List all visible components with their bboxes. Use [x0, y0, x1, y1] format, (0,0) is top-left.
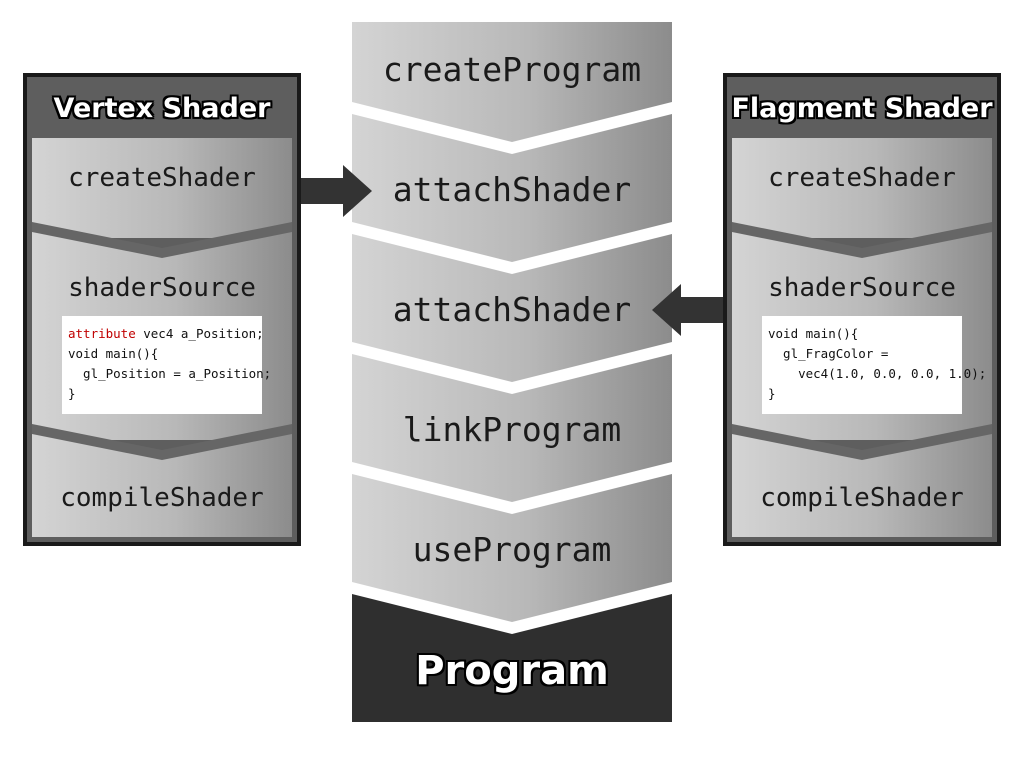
code-text: vec4 a_Position; [135, 326, 264, 341]
program-result-label: Program [415, 648, 609, 694]
code-line: void main(){ [68, 346, 159, 361]
vertex-chevron-divider [32, 424, 292, 460]
code-line: attribute vec4 a_Position; [68, 324, 264, 344]
code-line: } [68, 386, 76, 401]
fragment-step-label: shaderSource [768, 273, 956, 303]
program-step-create-program [352, 22, 672, 142]
program-step-link-program [352, 354, 672, 502]
vertex-shader-title: Vertex Shader [53, 93, 271, 124]
arrow-right-icon [301, 165, 372, 217]
vertex-step-create-shader [32, 138, 292, 238]
code-keyword: attribute [68, 326, 136, 341]
fragment-step-create-shader [732, 138, 992, 238]
code-line: } [768, 386, 776, 401]
program-step-use-program [352, 474, 672, 622]
program-step-label: createProgram [382, 50, 642, 89]
vertex-step-label: createShader [68, 163, 256, 193]
program-step-attach-shader [352, 114, 672, 262]
program-step-label: attachShader [392, 290, 632, 329]
code-line: gl_Position = a_Position; [68, 366, 272, 381]
fragment-chevron-divider [732, 424, 992, 460]
fragment-chevron-divider [732, 222, 992, 258]
code-line: gl_FragColor = [768, 346, 889, 361]
fragment-shader-code-box: void main(){ gl_FragColor = vec4(1.0, 0.… [762, 316, 987, 414]
vertex-chevron-divider [32, 222, 292, 258]
fragment-shader-panel [723, 73, 1001, 546]
program-step-label: attachShader [392, 170, 632, 209]
program-step-label: linkProgram [402, 410, 622, 449]
fragment-step-label: createShader [768, 163, 956, 193]
fragment-step-label: compileShader [760, 483, 964, 513]
program-result-block [352, 594, 672, 722]
program-step-label: useProgram [412, 530, 612, 569]
code-line: vec4(1.0, 0.0, 0.0, 1.0); [768, 366, 987, 381]
fragment-shader-title: Flagment Shader [731, 93, 993, 124]
vertex-step-compile-shader [32, 432, 292, 537]
fragment-step-compile-shader [732, 432, 992, 537]
vertex-shader-code-box: attribute vec4 a_Position;void main(){ g… [62, 316, 272, 414]
code-line: void main(){ [768, 326, 859, 341]
vertex-shader-panel [23, 73, 301, 546]
program-step-attach-shader [352, 234, 672, 382]
vertex-step-label: shaderSource [68, 273, 256, 303]
arrow-left-icon [652, 284, 723, 336]
vertex-step-label: compileShader [60, 483, 264, 513]
program-pipeline-column [352, 22, 672, 722]
